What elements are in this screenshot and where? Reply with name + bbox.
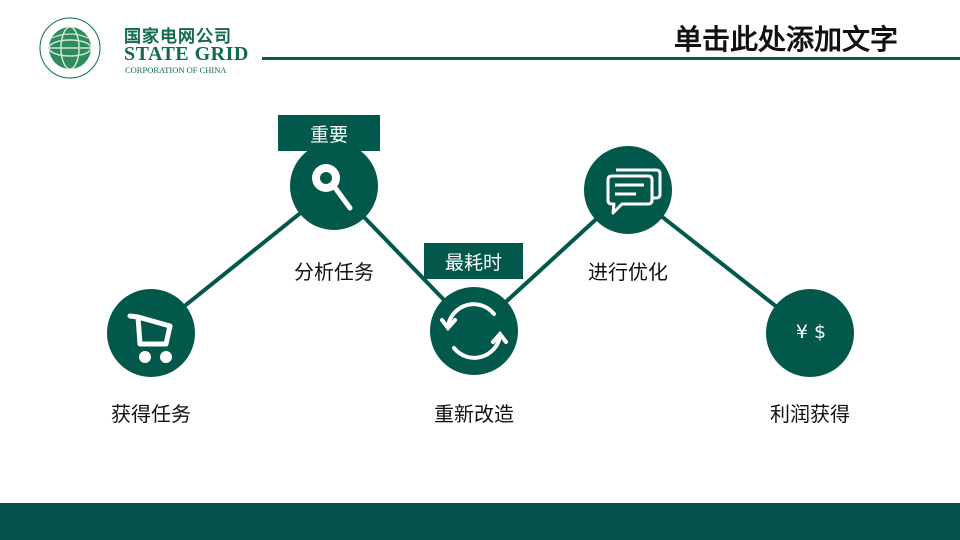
step-circle-2[interactable] (290, 142, 378, 230)
chat-bubbles-icon (606, 168, 662, 215)
step-circle-3[interactable] (430, 287, 518, 375)
step-circle-1[interactable] (107, 289, 195, 377)
step-label-1: 获得任务 (111, 402, 191, 426)
step-label-2: 分析任务 (294, 260, 374, 284)
step-label-5: 利润获得 (770, 402, 850, 426)
search-icon (312, 164, 353, 211)
tag-most-time-consuming: 最耗时 (424, 243, 523, 279)
tag-important: 重要 (278, 115, 380, 151)
refresh-cycle-icon (440, 302, 508, 360)
globe-logo-icon (39, 17, 101, 79)
logo-english-name: STATE GRID (124, 43, 249, 65)
step-circle-5[interactable] (766, 289, 854, 377)
step-label-4: 进行优化 (588, 260, 668, 284)
footer-bar (0, 503, 960, 540)
state-grid-logo: 国家电网公司 STATE GRID CORPORATION OF CHINA (38, 16, 268, 79)
step-label-3: 重新改造 (434, 402, 514, 426)
page-title[interactable]: 单击此处添加文字 (673, 23, 898, 56)
logo-subtitle: CORPORATION OF CHINA (125, 65, 227, 75)
currency-icon: ¥ $ (795, 321, 827, 343)
logo-chinese-name: 国家电网公司 (124, 27, 232, 47)
shopping-cart-icon (127, 313, 173, 347)
step-circle-4[interactable] (584, 146, 672, 234)
header-divider (262, 57, 960, 60)
